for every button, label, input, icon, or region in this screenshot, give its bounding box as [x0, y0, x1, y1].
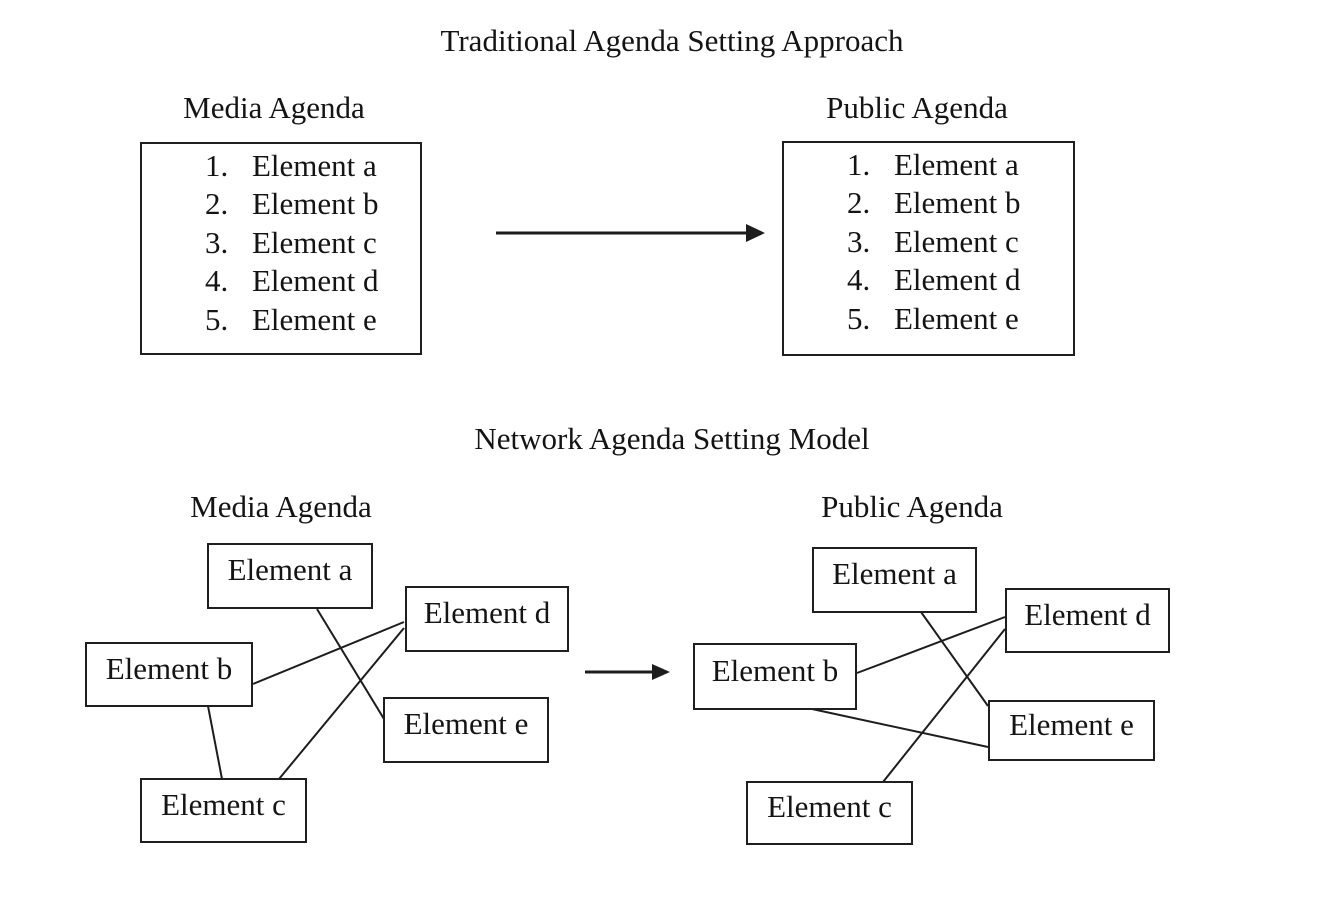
list-item: 1. Element a	[784, 146, 1073, 184]
node-public-element-c: Element c	[746, 781, 913, 845]
item-label: Element a	[252, 148, 377, 183]
node-public-element-d: Element d	[1005, 588, 1170, 653]
list-item: 5. Element e	[784, 300, 1073, 338]
item-number: 5.	[205, 301, 229, 337]
edge-public-a-e	[920, 611, 989, 707]
edge-public-c-d	[882, 628, 1006, 783]
edge-media-c-d	[278, 627, 405, 780]
item-number: 2.	[205, 186, 229, 222]
item-label: Element a	[894, 147, 1019, 182]
node-media-element-b: Element b	[85, 642, 253, 707]
item-number: 4.	[847, 262, 871, 298]
list-item: 4. Element d	[142, 262, 420, 300]
list-item: 4. Element d	[784, 261, 1073, 299]
item-label: Element d	[252, 263, 379, 299]
network-media-agenda-heading: Media Agenda	[190, 489, 372, 524]
traditional-flow-arrow	[496, 224, 765, 242]
item-number: 1.	[847, 147, 871, 182]
item-number: 5.	[847, 300, 871, 336]
item-label: Element b	[894, 185, 1021, 221]
item-number: 1.	[205, 148, 229, 183]
node-media-element-a: Element a	[207, 543, 373, 609]
network-section-title: Network Agenda Setting Model	[474, 421, 870, 456]
item-number: 3.	[205, 224, 229, 260]
item-label: Element c	[252, 224, 377, 260]
list-item: 1. Element a	[142, 147, 420, 185]
item-number: 4.	[205, 263, 229, 299]
item-label: Element b	[252, 186, 379, 222]
network-public-agenda-heading: Public Agenda	[821, 489, 1003, 524]
traditional-media-agenda-box: 1. Element a 2. Element b 3. Element c 4. El…	[140, 142, 422, 355]
edge-media-b-d	[252, 621, 405, 685]
edge-media-a-e	[316, 608, 385, 720]
list-item: 5. Element e	[142, 301, 420, 339]
node-public-element-e: Element e	[988, 700, 1155, 761]
list-item: 3. Element c	[784, 223, 1073, 261]
node-public-element-b: Element b	[693, 643, 857, 710]
item-label: Element e	[894, 300, 1019, 336]
item-number: 3.	[847, 223, 871, 259]
node-media-element-d: Element d	[405, 586, 569, 652]
traditional-media-agenda-heading: Media Agenda	[183, 90, 365, 125]
list-item: 2. Element b	[784, 184, 1073, 222]
edge-media-b-c	[207, 705, 223, 780]
edge-public-b-d	[856, 616, 1006, 674]
traditional-public-agenda-heading: Public Agenda	[826, 90, 1008, 125]
item-label: Element c	[894, 223, 1019, 259]
traditional-section-title: Traditional Agenda Setting Approach	[440, 23, 904, 58]
edge-public-b-e	[811, 708, 989, 748]
node-media-element-c: Element c	[140, 778, 307, 843]
item-label: Element d	[894, 262, 1021, 298]
list-item: 2. Element b	[142, 185, 420, 223]
list-item: 3. Element c	[142, 224, 420, 262]
item-number: 2.	[847, 185, 871, 221]
traditional-public-agenda-box: 1. Element a 2. Element b 3. Element c 4. El…	[782, 141, 1075, 356]
item-label: Element e	[252, 301, 377, 337]
network-flow-arrow	[585, 664, 670, 680]
node-public-element-a: Element a	[812, 547, 977, 613]
node-media-element-e: Element e	[383, 697, 549, 763]
